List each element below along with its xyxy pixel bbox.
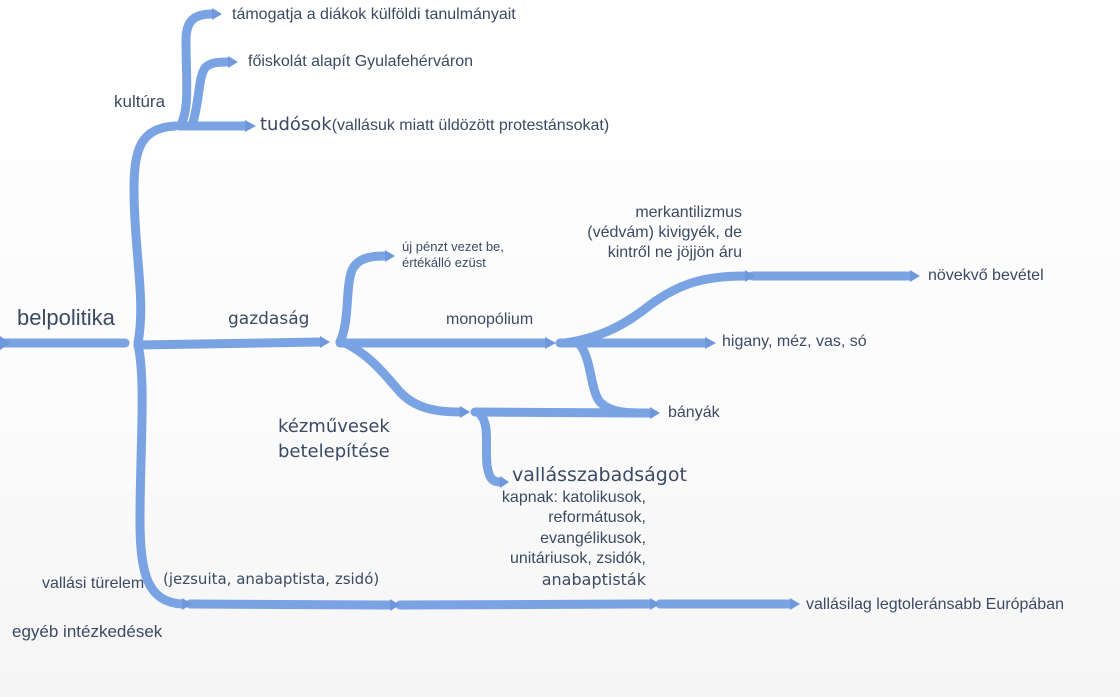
arrow-kezmuvesek xyxy=(460,406,470,418)
kapnak-line-3: evangélikusok, xyxy=(540,529,646,547)
arrow-gazdasag xyxy=(320,336,330,348)
arrow-vallasszab xyxy=(500,476,509,488)
merkantil-line-2: (védvám) kivigyék, de xyxy=(587,224,742,241)
root-label: belpolitika xyxy=(17,305,115,330)
arrow-higany xyxy=(705,337,716,349)
novekvo-label: növekvő bevétel xyxy=(928,267,1044,284)
branch-turelem-2 xyxy=(395,599,655,610)
branch-kultura-2 xyxy=(187,57,233,131)
monopolium-label: monopólium xyxy=(446,311,534,328)
arrow-turelem-3 xyxy=(790,598,800,610)
kezmuvesek-label: kézművesek betelepítése xyxy=(278,414,390,464)
kezmuvesek-line-1: kézművesek xyxy=(278,416,390,437)
legtolerans-label: vallásilag legtoleránsabb Európában xyxy=(806,596,1064,613)
branch-kezmuvesek xyxy=(340,338,465,417)
arrow-turelem-1 xyxy=(390,599,400,611)
higany-label: higany, méz, vas, só xyxy=(722,333,867,350)
kultura-item-1: támogatja a diákok külföldi tanulmányait xyxy=(232,6,516,23)
kapnak-line-2: reformátusok, xyxy=(548,509,646,527)
kultura-item-3: tudósok(vallásuk miatt üldözött protestá… xyxy=(260,114,609,136)
kapnak-line-4: unitáriusok, zsidók, xyxy=(509,550,646,568)
branch-kultura xyxy=(129,121,180,348)
penz-line-1: új pénzt vezet be, xyxy=(402,239,504,254)
vallasszab-label: vallásszabadságot xyxy=(512,464,687,486)
arrow-kultura-3 xyxy=(245,120,256,132)
kultura-item-3-note: (vallásuk miatt üldözött protestánsokat) xyxy=(331,117,610,134)
vallasi-turelem-label: vallási türelem xyxy=(42,575,145,592)
merkantil-label: merkantilizmus (védvám) kivigyék, de kin… xyxy=(560,203,742,263)
kultura-item-3-main: tudósok xyxy=(260,114,332,135)
penz-line-2: értékálló ezüst xyxy=(402,254,486,270)
arrow-merkantil xyxy=(745,270,755,282)
kapnak-label: kapnak: katolikusok, reformátusok, evang… xyxy=(440,488,646,590)
branch-turelem-1 xyxy=(185,599,395,610)
gazdasag-label: gazdaság xyxy=(228,309,310,329)
kultura-label: kultúra xyxy=(114,92,166,111)
merkantil-line-1: merkantilizmus xyxy=(635,204,742,221)
kezmuvesek-line-2: betelepítése xyxy=(278,441,390,463)
branch-vallasszab xyxy=(475,409,505,487)
banyak-label: bányák xyxy=(668,404,720,421)
branch-kultura-1 xyxy=(175,9,217,131)
penz-label: új pénzt vezet be, értékálló ezüst xyxy=(402,239,504,270)
branch-egyeb xyxy=(133,340,187,609)
arrow-kultura-1 xyxy=(212,8,222,20)
arrow-banyak xyxy=(650,407,660,419)
arrow-kultura-2 xyxy=(228,56,238,68)
branch-merkantil xyxy=(560,271,750,348)
arrow-root xyxy=(0,336,10,350)
arrow-egyeb xyxy=(182,598,192,610)
jezsuita-label: (jezsuita, anabaptista, zsidó) xyxy=(163,570,380,588)
branch-gazdasag xyxy=(133,337,325,350)
branch-penz xyxy=(335,251,390,347)
branch-banyak xyxy=(575,340,655,418)
arrow-novekvo xyxy=(910,270,920,282)
egyeb-label: egyéb intézkedések xyxy=(12,622,163,641)
arrow-penz xyxy=(385,250,395,262)
arrow-turelem-2 xyxy=(650,598,660,610)
arrow-monopolium xyxy=(545,337,556,349)
kultura-item-2: főiskolát alapít Gyulafehérváron xyxy=(248,53,474,70)
branch-vallasszab-link xyxy=(470,407,645,418)
merkantil-line-3: kintről ne jöjjön áru xyxy=(607,244,742,261)
kapnak-line-5: anabaptisták xyxy=(541,569,646,589)
kapnak-line-1: kapnak: katolikusok, xyxy=(501,489,646,506)
